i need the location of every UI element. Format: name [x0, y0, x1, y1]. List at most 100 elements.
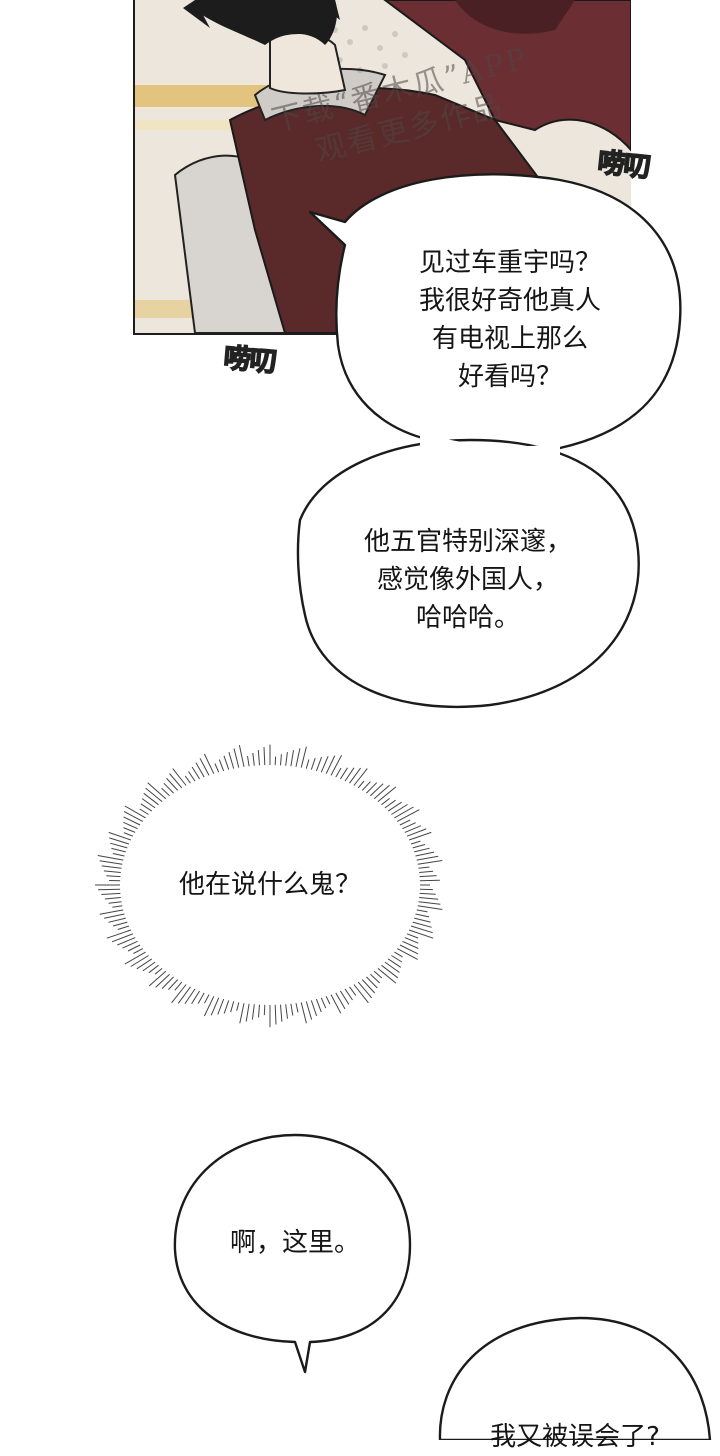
burst-line: [316, 757, 321, 771]
burst-line: [281, 754, 282, 765]
burst-line: [385, 962, 400, 972]
thought-bubble-text: 他在说什么鬼？: [140, 866, 400, 904]
burst-line: [124, 833, 133, 837]
burst-line: [240, 1003, 244, 1023]
burst-line: [419, 871, 433, 872]
burst-line: [394, 952, 402, 957]
question-line-2: 我很好奇他真人: [360, 282, 660, 320]
burst-line: [162, 977, 174, 989]
burst-line: [350, 987, 356, 996]
burst-line: [124, 828, 136, 833]
burst-line: [411, 841, 420, 844]
burst-line: [175, 982, 182, 990]
burst-line: [124, 812, 143, 822]
burst-line: [321, 756, 328, 772]
burst-line: [281, 1005, 282, 1022]
burst-line: [239, 745, 244, 767]
features-line-1: 他五官特别深邃，: [318, 523, 618, 561]
burst-line: [306, 1001, 311, 1019]
burst-line: [402, 823, 415, 829]
burst-line: [149, 971, 166, 986]
burst-line: [102, 866, 122, 868]
question-line-3: 有电视上那么: [360, 320, 660, 358]
burst-line: [131, 956, 149, 967]
burst-line: [391, 805, 407, 815]
burst-line: [178, 987, 190, 1004]
burst-line: [237, 1002, 239, 1010]
burst-line: [252, 1004, 254, 1019]
burst-line: [286, 752, 288, 766]
features-bubble-text: 他五官特别深邃， 感觉像外国人， 哈哈哈。: [318, 523, 618, 637]
burst-line: [189, 772, 196, 782]
burst-line: [419, 898, 438, 900]
burst-line: [420, 893, 436, 894]
burst-line: [414, 918, 430, 922]
burst-line: [370, 784, 383, 796]
burst-line: [331, 995, 341, 1014]
burst-line: [358, 982, 372, 998]
burst-line: [378, 968, 396, 983]
burst-line: [98, 889, 120, 890]
burst-line: [382, 798, 390, 804]
here-bubble-text: 啊，这里。: [190, 1224, 400, 1262]
burst-line: [378, 787, 396, 802]
burst-line: [155, 968, 162, 974]
burst-line: [311, 1000, 316, 1016]
burst-line: [125, 806, 146, 818]
burst-line: [296, 1003, 298, 1012]
burst-line: [331, 755, 342, 775]
burst-line: [224, 756, 229, 770]
burst-line: [362, 782, 370, 791]
burst-line: [358, 781, 364, 788]
burst-line: [100, 861, 123, 864]
burst-line: [420, 880, 440, 881]
burst-line: [253, 753, 255, 766]
burst-line: [391, 956, 402, 963]
burst-line: [382, 965, 398, 978]
sfx-chatter-mid: 唠叨: [222, 336, 277, 379]
burst-line: [409, 930, 433, 938]
burst-line: [204, 754, 213, 774]
question-line-1: 见过车重宇吗？: [360, 244, 660, 282]
burst-line: [113, 854, 125, 857]
burst-line: [321, 998, 325, 1008]
burst-line: [118, 926, 129, 930]
burst-line: [419, 867, 430, 868]
burst-line: [336, 768, 341, 777]
burst-line: [258, 750, 259, 765]
burst-line: [420, 876, 437, 877]
burst-line: [246, 1004, 249, 1022]
burst-line: [134, 949, 143, 954]
burst-line: [400, 945, 418, 954]
burst-line: [146, 788, 163, 802]
burst-line: [105, 898, 121, 900]
burst-line: [113, 922, 127, 926]
question-line-4: 好看吗？: [360, 358, 660, 396]
burst-line: [144, 793, 159, 804]
burst-line: [192, 767, 200, 779]
burst-line: [156, 974, 170, 987]
burst-line: [326, 996, 330, 1004]
burst-line: [418, 906, 443, 910]
burst-line: [264, 1005, 265, 1015]
burst-line: [416, 914, 430, 917]
burst-line: [170, 774, 182, 788]
burst-line: [350, 768, 361, 783]
burst-line: [374, 785, 389, 799]
burst-line: [248, 756, 250, 766]
burst-line: [345, 989, 353, 1000]
burst-line: [291, 1004, 293, 1016]
burst-line: [296, 748, 300, 766]
sfx-chatter-top: 唠叨: [596, 140, 652, 184]
burst-line: [340, 768, 347, 779]
burst-line: [140, 809, 149, 815]
burst-line: [306, 760, 309, 769]
burst-line: [125, 952, 146, 964]
burst-line: [417, 910, 428, 912]
burst-line: [264, 747, 265, 765]
burst-line: [397, 810, 419, 822]
burst-line: [107, 930, 131, 938]
burst-line: [413, 845, 425, 848]
burst-line: [109, 902, 122, 904]
features-line-3: 哈哈哈。: [318, 599, 618, 637]
